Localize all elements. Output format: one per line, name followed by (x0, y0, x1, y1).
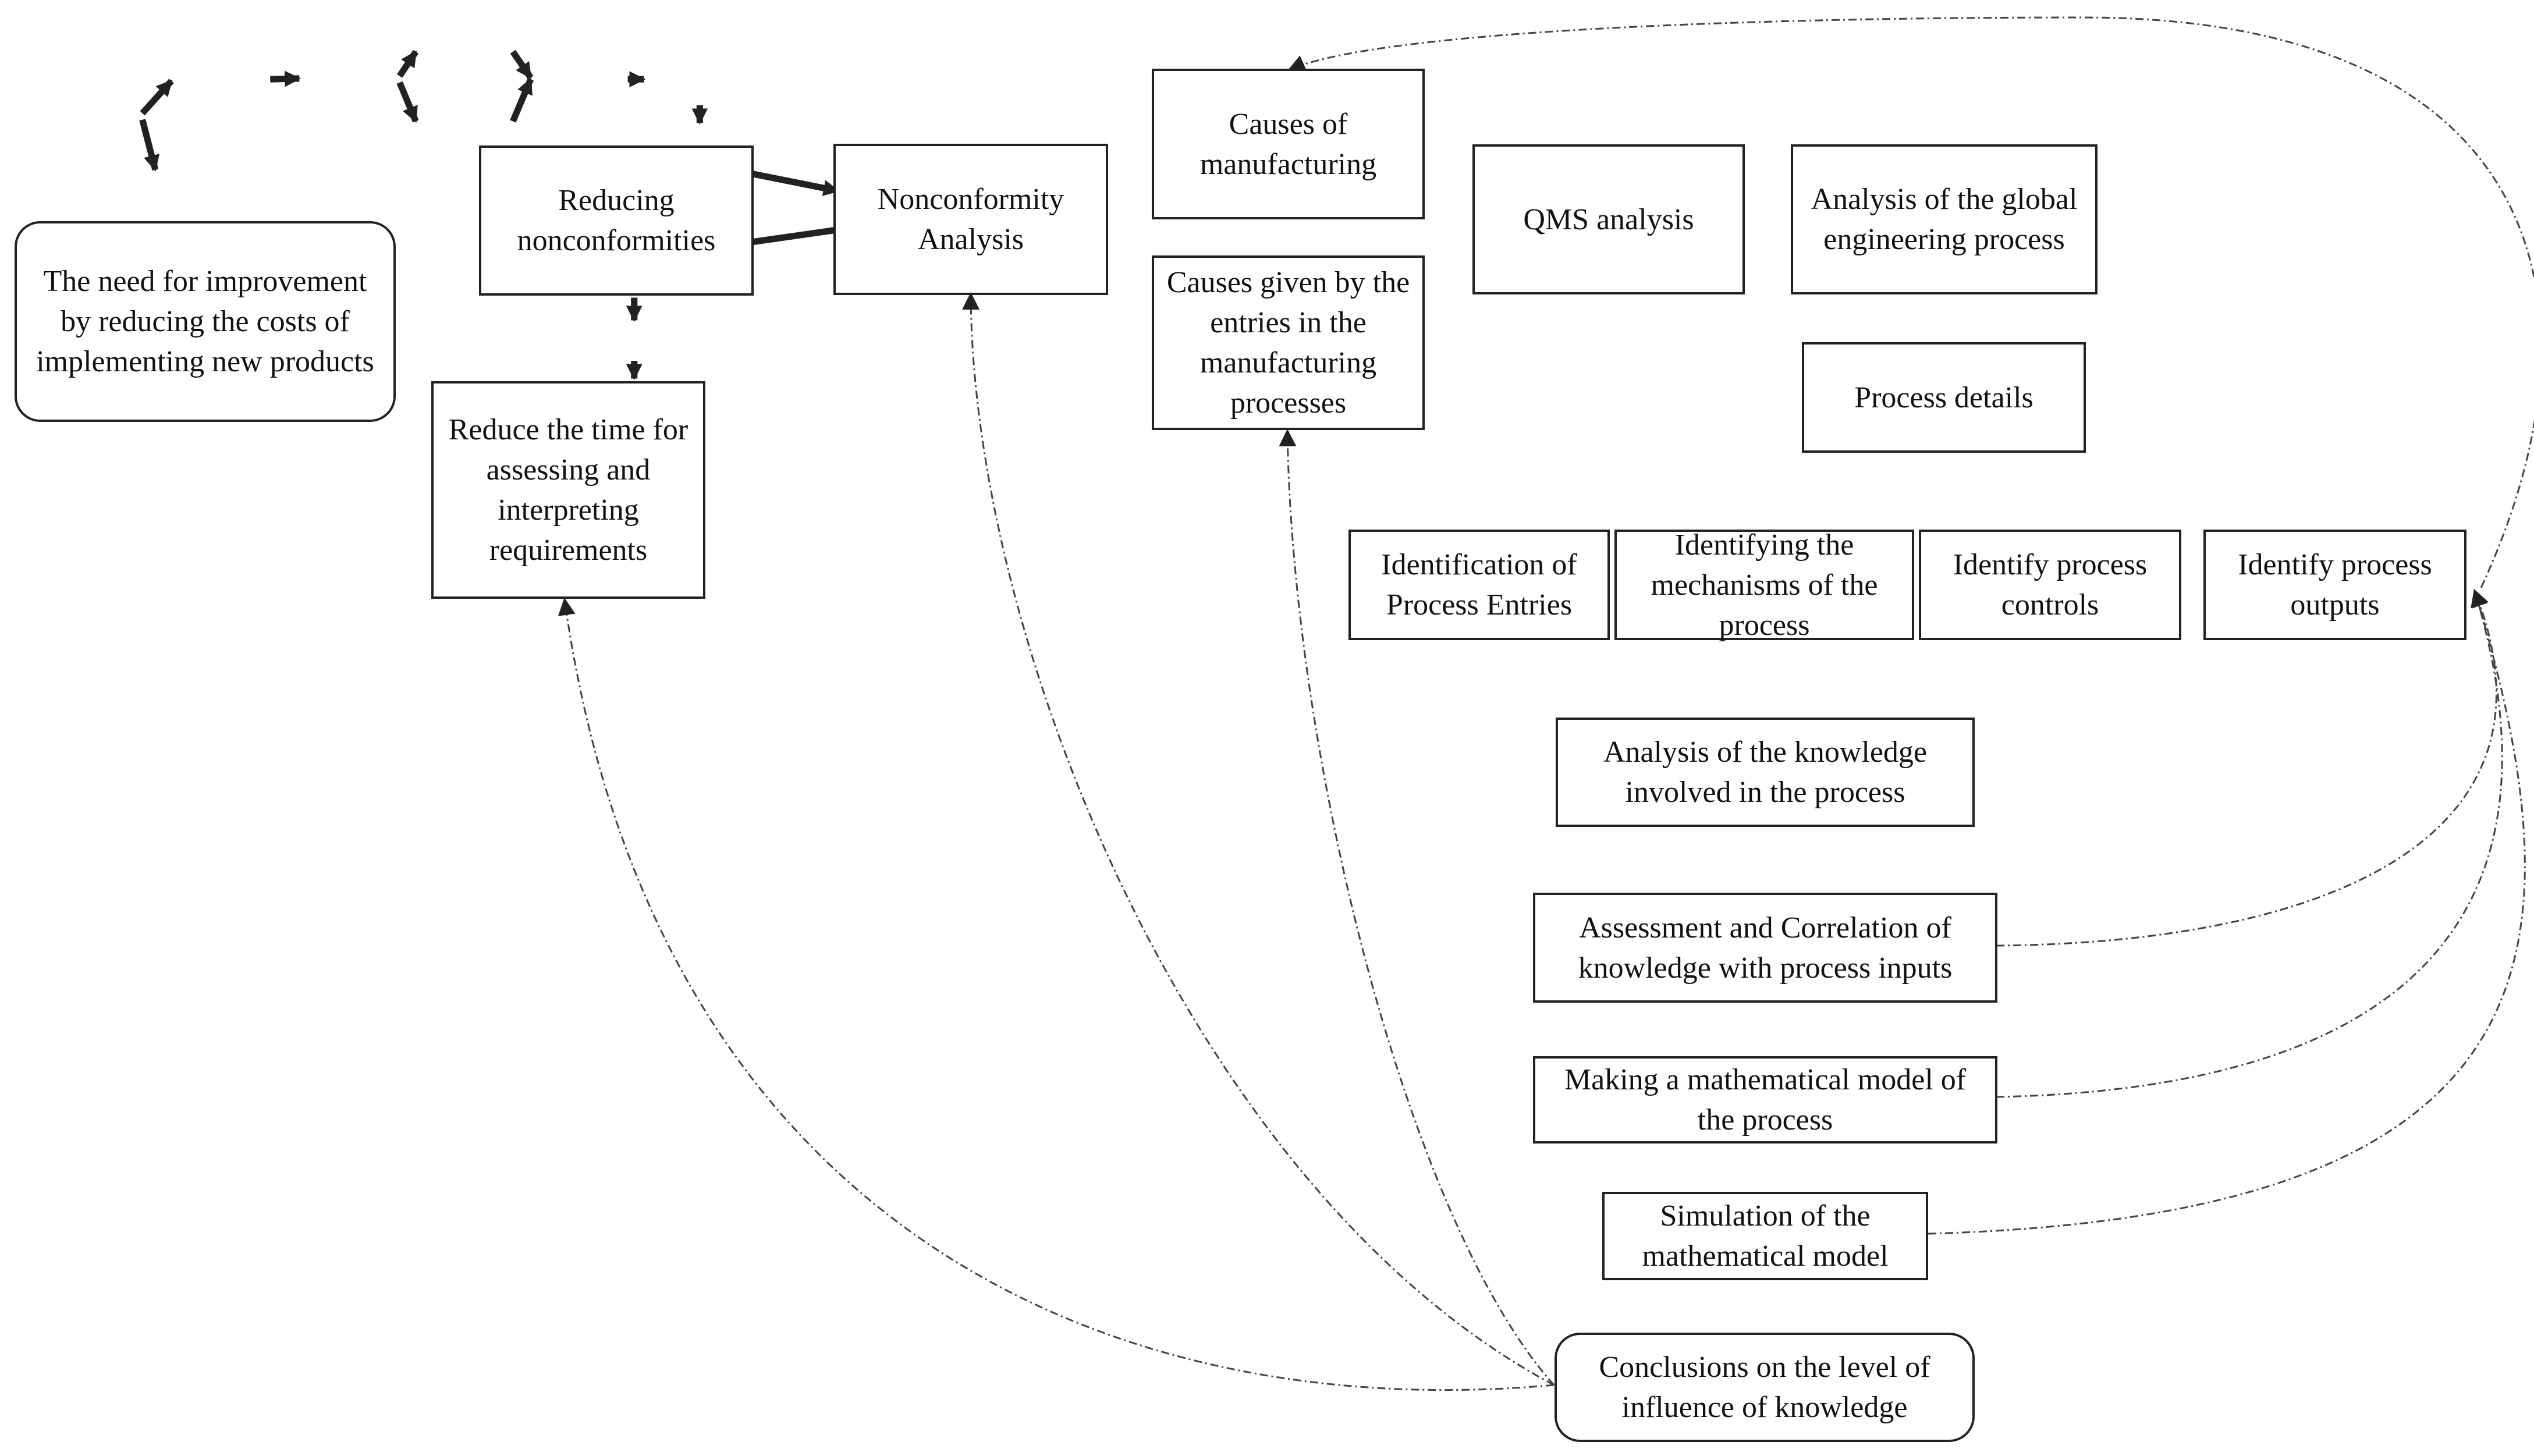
dashed-assessment-to-outputs (1996, 589, 2497, 947)
node-assessment: Assessment and Correlation of knowledge … (1533, 893, 1997, 1003)
node-process-entries: Identification of Process Entries (1348, 530, 1610, 640)
node-reducing-nonconformities: Reducing nonconformities (479, 145, 754, 296)
node-reduce-time: Reduce the time for assessing and interp… (431, 381, 705, 599)
arrow-nonconformity-to-causes-manufacturing (397, 49, 419, 78)
node-mechanisms: Identifying the mechanisms of the proces… (1614, 528, 1914, 642)
node-controls: Identify process controls (1919, 530, 2181, 640)
node-conclusions: Conclusions on the level of influence of… (1555, 1333, 1975, 1442)
node-outputs: Identify process outputs (2203, 530, 2466, 640)
arrow-need-to-reducing (140, 79, 174, 116)
node-causes-manufacturing: Causes of manufacturing (1152, 69, 1425, 219)
arrow-nonconformity-to-causes-entries (396, 81, 419, 123)
dashed-conclusions-to-causes-entries (1279, 429, 1555, 1386)
dashed-model-to-outputs (1996, 589, 2503, 1098)
node-global-engineering: Analysis of the global engineering proce… (1791, 144, 2098, 294)
node-causes-entries: Causes given by the entries in the manuf… (1152, 255, 1425, 430)
node-process-details: Process details (1802, 342, 2086, 453)
arrow-causes-entries-to-qms (510, 77, 534, 123)
arrow-causes-manufacturing-to-qms (510, 49, 534, 80)
dashed-outputs-to-causes-manufacturing (1287, 16, 2534, 588)
node-nonconformity-analysis: Nonconformity Analysis (833, 144, 1108, 295)
node-need-improvement: The need for improvement by reducing the… (15, 221, 396, 422)
node-simulation: Simulation of the mathematical model (1602, 1192, 1928, 1280)
node-knowledge-analysis: Analysis of the knowledge involved in th… (1556, 718, 1975, 827)
node-qms-analysis: QMS analysis (1472, 144, 1745, 294)
node-math-model: Making a mathematical model of the proce… (1533, 1056, 1997, 1144)
dashed-simulation-to-outputs (1928, 589, 2526, 1235)
dashed-conclusions-to-reduce-time (558, 598, 1555, 1391)
arrow-need-to-reduce-time (139, 119, 160, 172)
dashed-conclusions-to-nonconformity (962, 292, 1555, 1386)
